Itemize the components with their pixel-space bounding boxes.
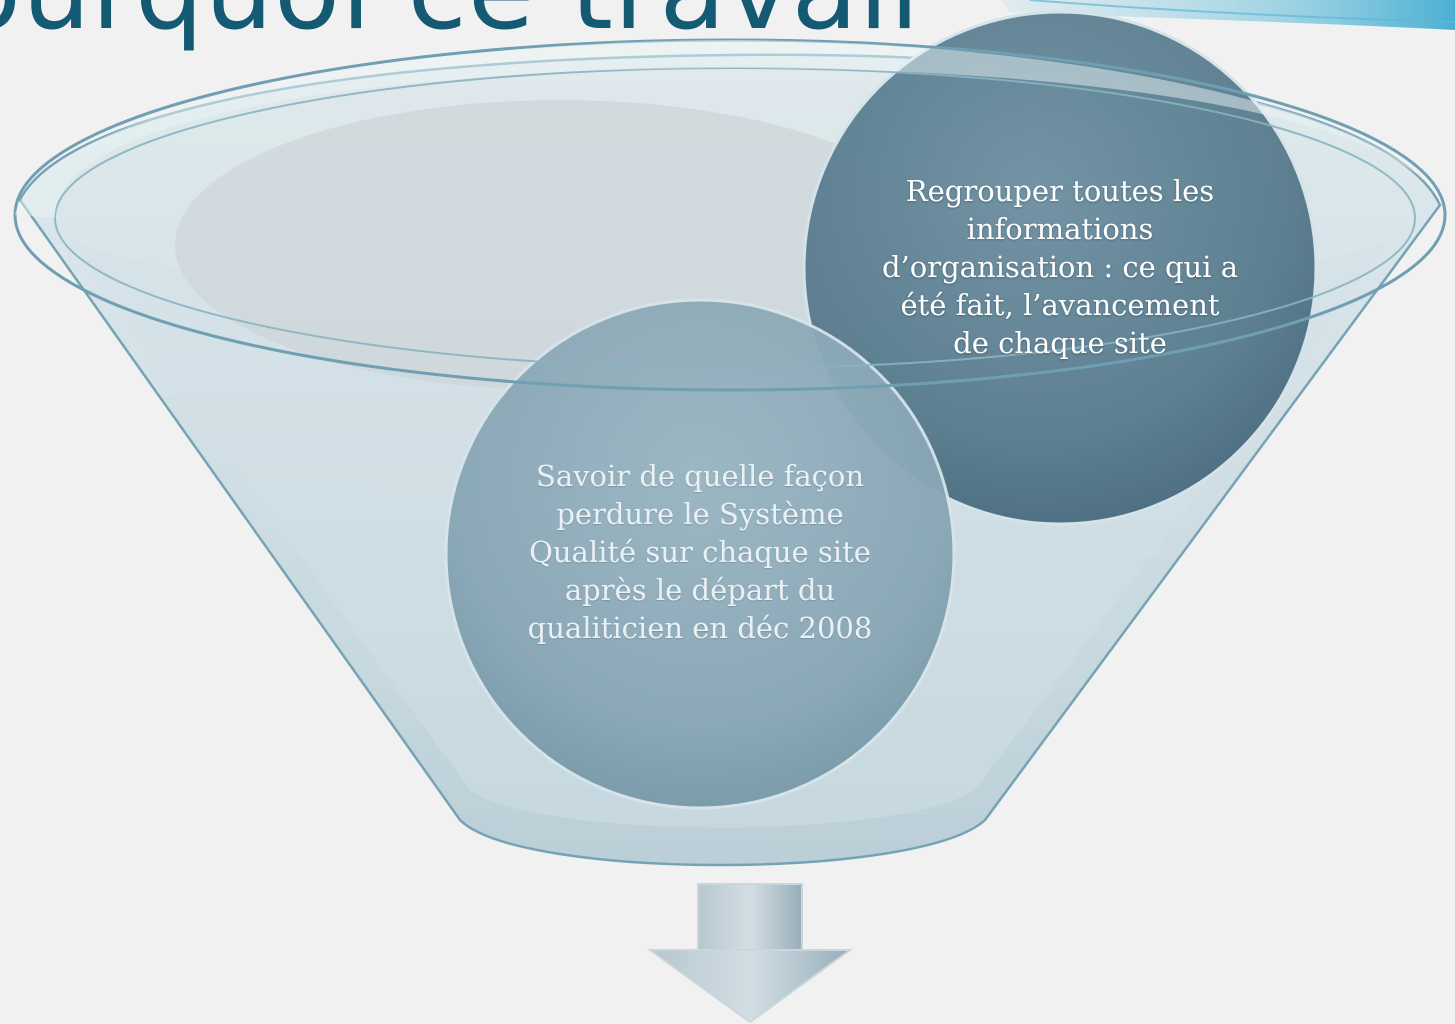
- circle-organisation-text: Regrouper toutes les informations d’orga…: [860, 172, 1260, 362]
- qualite-line: perdure le Système: [556, 497, 844, 531]
- header-wave-decoration: [1000, 0, 1455, 30]
- circle-qualite: [444, 298, 956, 810]
- down-arrow-icon: [646, 883, 854, 1024]
- qualite-line: Qualité sur chaque site: [529, 535, 871, 569]
- organisation-line: de chaque site: [953, 326, 1167, 360]
- qualite-line: Savoir de quelle façon: [535, 459, 865, 493]
- organisation-line: informations: [966, 212, 1154, 246]
- circle-qualite-text: Savoir de quelle façon perdure le Systèm…: [500, 457, 900, 647]
- funnel-rim-glass: [15, 40, 1447, 218]
- qualite-line: qualiticien en déc 2008: [527, 611, 873, 645]
- organisation-line: Regrouper toutes les: [905, 174, 1215, 208]
- organisation-line: d’organisation : ce qui a: [881, 250, 1238, 284]
- slide-title: ourquoi ce travail: [0, 0, 921, 46]
- organisation-line: été fait, l’avancement: [900, 288, 1220, 322]
- qualite-line: après le départ du: [564, 573, 836, 607]
- circle-organisation: [802, 10, 1318, 526]
